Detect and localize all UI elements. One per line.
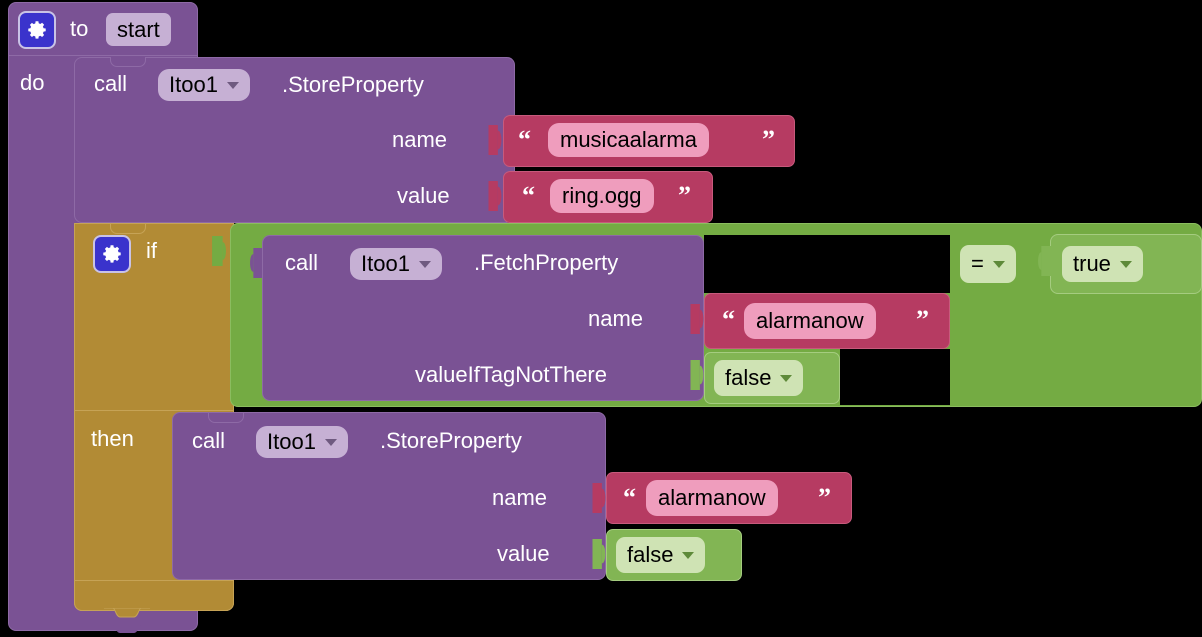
component-dropdown-2[interactable]: Itoo1 <box>350 248 442 280</box>
component-name-1: Itoo1 <box>169 72 218 97</box>
socket-plug-value-1 <box>488 181 502 211</box>
socket-plug-name-3 <box>592 483 606 513</box>
arg-label-valueiftagnotthere: valueIfTagNotThere <box>415 362 607 387</box>
close-quote-1: ” <box>762 125 775 154</box>
text-field-alarmanow-1[interactable]: alarmanow <box>744 303 876 339</box>
arg-label-name-3: name <box>492 485 548 510</box>
call-label-3: call <box>192 428 226 453</box>
call-label-2: call <box>285 250 319 275</box>
chevron-down-icon <box>1119 260 1132 268</box>
chevron-down-icon <box>226 81 239 89</box>
fetch-block-plug <box>250 248 264 278</box>
open-quote-3: “ <box>722 305 735 334</box>
gear-icon[interactable] <box>93 235 131 273</box>
close-quote-3: ” <box>916 305 929 334</box>
text-field-ring-ogg[interactable]: ring.ogg <box>550 179 654 213</box>
socket-plug-name-1 <box>488 125 502 155</box>
arg-label-name-2: name <box>588 306 644 331</box>
true-block-plug <box>1038 246 1052 276</box>
if-block-top-notch <box>110 223 146 234</box>
component-dropdown-3[interactable]: Itoo1 <box>256 426 348 458</box>
operator-dropdown[interactable]: = <box>960 245 1016 283</box>
false-value-1: false <box>725 365 772 390</box>
render-gap-bottom <box>840 349 950 405</box>
chevron-down-icon <box>682 551 695 559</box>
gear-icon[interactable] <box>18 11 56 49</box>
procedure-name-field[interactable]: start <box>106 13 171 46</box>
chevron-down-icon <box>992 260 1005 268</box>
component-dropdown-1[interactable]: Itoo1 <box>158 69 250 101</box>
false-value-field-2[interactable]: false <box>616 537 706 573</box>
block-top-notch <box>110 57 146 67</box>
call-label-1: call <box>94 71 128 96</box>
text-value-musicaalarma: musicaalarma <box>560 127 697 152</box>
text-field-alarmanow-2[interactable]: alarmanow <box>646 480 778 516</box>
procedure-name-value: start <box>117 16 160 42</box>
component-name-3: Itoo1 <box>267 429 316 454</box>
method-label-1: .StoreProperty <box>282 72 424 97</box>
method-label-2: .FetchProperty <box>474 250 619 275</box>
open-quote-2: “ <box>522 181 535 210</box>
text-value-alarmanow-2: alarmanow <box>658 485 766 510</box>
socket-plug-value-3 <box>592 539 606 569</box>
render-gap-top <box>704 235 950 293</box>
close-quote-4: ” <box>818 483 831 512</box>
method-label-3: .StoreProperty <box>380 428 522 453</box>
false-value-field-1[interactable]: false <box>714 360 804 396</box>
procedure-bottom-notch <box>104 625 150 633</box>
to-label: to <box>70 16 89 41</box>
socket-plug-valueiftagnotthere <box>690 360 704 390</box>
block-top-notch-2 <box>208 412 244 423</box>
text-field-musicaalarma[interactable]: musicaalarma <box>548 123 709 157</box>
if-block-bottom-bar[interactable] <box>74 580 234 611</box>
arg-label-value-3: value <box>497 541 550 566</box>
do-label: do <box>20 70 45 95</box>
open-quote-1: “ <box>518 125 531 154</box>
fetch-property-call[interactable] <box>262 235 704 401</box>
arg-label-value-1: value <box>397 183 450 208</box>
close-quote-2: ” <box>678 181 691 210</box>
if-label: if <box>146 238 157 263</box>
true-value-field[interactable]: true <box>1062 246 1143 282</box>
false-value-2: false <box>627 542 674 567</box>
store-property-call-1[interactable] <box>74 57 515 223</box>
chevron-down-icon <box>780 374 793 382</box>
store-property-call-2[interactable] <box>172 412 606 580</box>
chevron-down-icon <box>324 438 337 446</box>
if-block-bottom-notch <box>104 608 150 618</box>
arg-label-name-1: name <box>392 127 448 152</box>
socket-plug-name-2 <box>690 304 704 334</box>
chevron-down-icon <box>418 260 431 268</box>
if-condition-socket <box>212 236 226 266</box>
operator-value: = <box>971 251 984 276</box>
text-value-ring-ogg: ring.ogg <box>562 183 642 208</box>
open-quote-4: “ <box>623 483 636 512</box>
component-name-2: Itoo1 <box>361 251 410 276</box>
then-label: then <box>91 426 134 451</box>
text-value-alarmanow-1: alarmanow <box>756 308 864 333</box>
true-value: true <box>1073 251 1111 276</box>
